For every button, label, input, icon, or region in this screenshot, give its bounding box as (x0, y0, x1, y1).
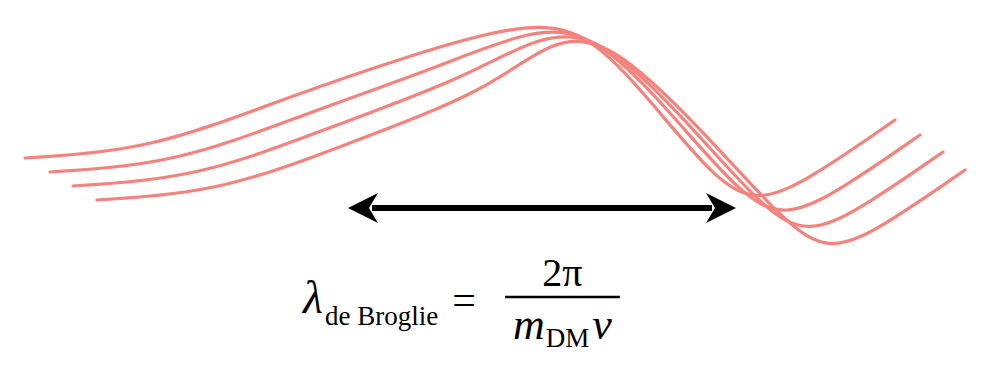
wave-line (73, 37, 943, 227)
formula-subscript: DM (546, 325, 590, 352)
wave-line (25, 27, 895, 195)
formula-symbol: v (592, 303, 612, 347)
wave-line (97, 41, 965, 243)
wave-lines (25, 27, 965, 243)
formula-numerator: 2π (542, 253, 582, 293)
wavelength-arrow (372, 205, 712, 211)
formula-symbol: λ (303, 275, 323, 321)
wave-line (50, 32, 920, 210)
formula-subscript: de Broglie (325, 303, 438, 330)
formula-symbol: m (513, 303, 545, 347)
fraction-bar (505, 296, 620, 299)
formula-operator: = (452, 279, 476, 321)
